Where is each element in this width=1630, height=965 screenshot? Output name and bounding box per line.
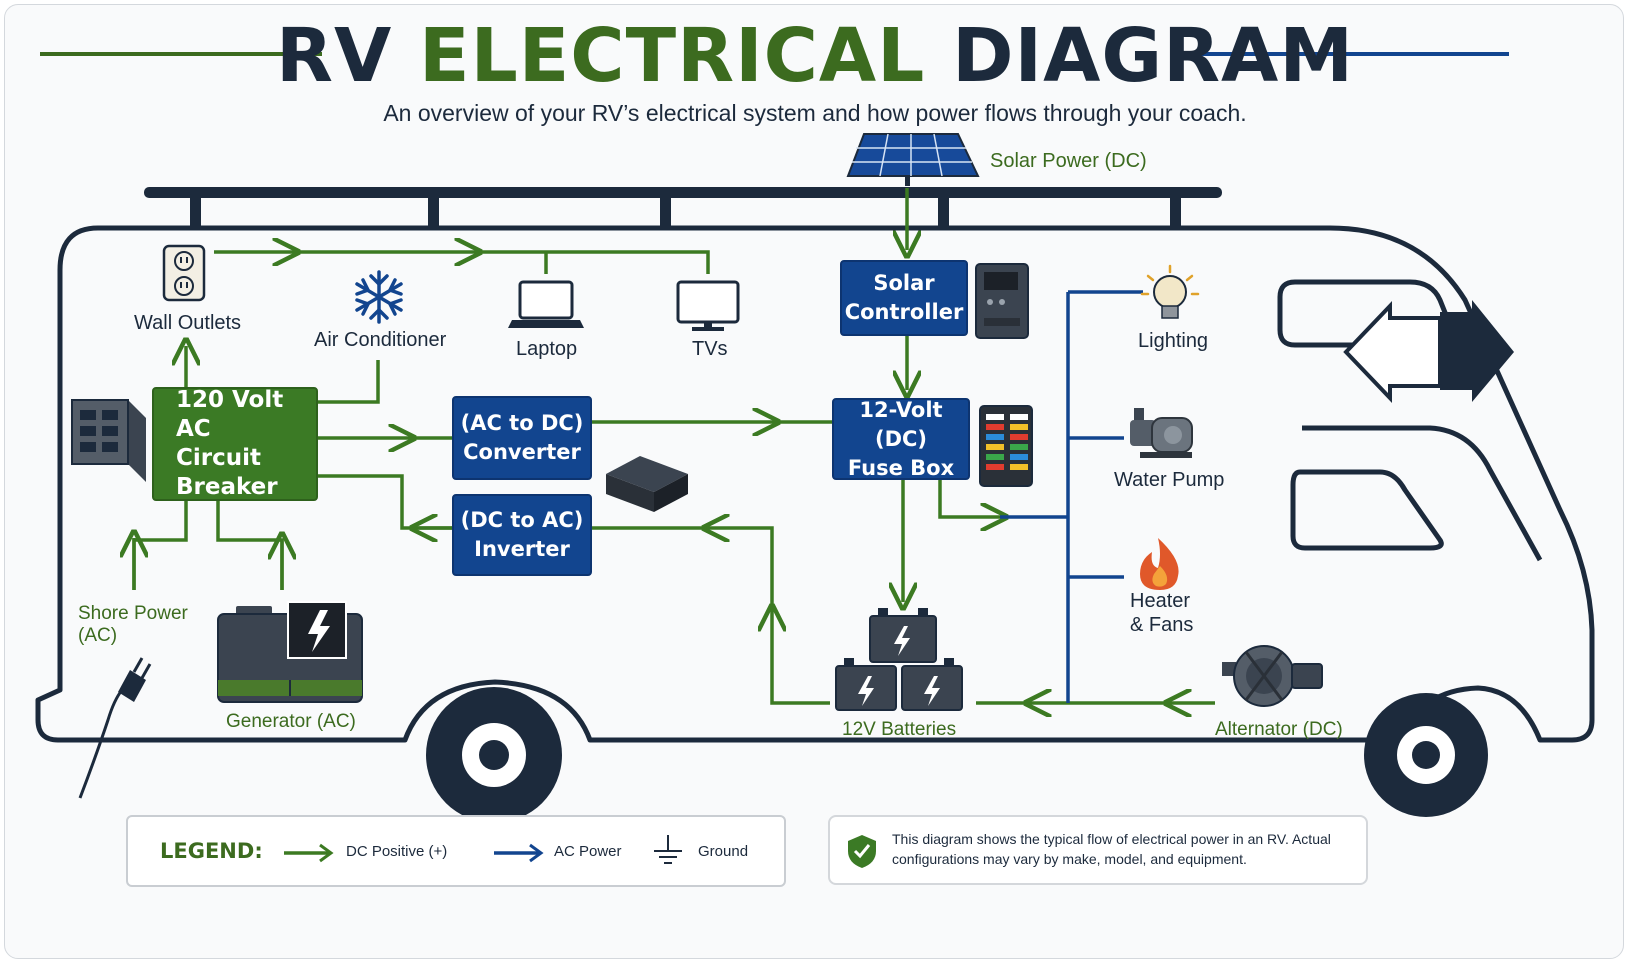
generator-icon bbox=[217, 601, 363, 703]
disclaimer-note: This diagram shows the typical flow of e… bbox=[828, 815, 1368, 885]
wheel-rear bbox=[426, 687, 562, 823]
note-line-1: This diagram shows the typical flow of e… bbox=[892, 831, 1331, 847]
outlet-icon bbox=[162, 244, 206, 302]
ac-wiring bbox=[1000, 290, 1143, 703]
alternator-icon bbox=[1222, 645, 1323, 707]
light-bulb-icon bbox=[1140, 264, 1200, 319]
battery-icon bbox=[835, 608, 963, 711]
tv-icon bbox=[676, 280, 740, 331]
fuse-box: 12-Volt (DC) Fuse Box bbox=[832, 398, 970, 480]
flame-icon bbox=[1140, 538, 1179, 590]
laptop-label: Laptop bbox=[516, 338, 578, 360]
wheel-front bbox=[1364, 693, 1488, 817]
inverter-box: (DC to AC) Inverter bbox=[452, 494, 592, 576]
fuse-block-icon bbox=[979, 405, 1033, 487]
roof-rack bbox=[144, 187, 1222, 228]
generator-label: Generator (AC) bbox=[226, 711, 356, 732]
legend-title: LEGEND: bbox=[160, 839, 263, 863]
charge-controller-icon bbox=[975, 263, 1029, 339]
breaker-panel-icon bbox=[71, 399, 146, 482]
ac-legend-arrow-icon bbox=[494, 843, 544, 863]
title-word-electrical: ELECTRICAL bbox=[419, 13, 926, 99]
title-rule-right bbox=[1197, 52, 1509, 56]
solar-power-label: Solar Power (DC) bbox=[990, 150, 1147, 172]
snowflake-icon bbox=[355, 270, 403, 324]
solar-controller-box: Solar Controller bbox=[840, 260, 968, 336]
title-word-rv: RV bbox=[276, 13, 393, 99]
water-pump-icon bbox=[1130, 408, 1193, 458]
mirror-arrow-icon bbox=[1343, 300, 1514, 403]
plug-icon bbox=[78, 657, 152, 799]
converter-box: (AC to DC) Converter bbox=[452, 396, 592, 480]
note-line-2: configurations may vary by make, model, … bbox=[892, 851, 1247, 867]
tvs-label: TVs bbox=[692, 338, 728, 360]
page-subtitle: An overview of your RV’s electrical syst… bbox=[383, 100, 1247, 126]
wall-outlets-label: Wall Outlets bbox=[134, 312, 242, 334]
title-rule-left bbox=[40, 52, 322, 56]
shield-check-icon bbox=[848, 835, 876, 868]
legend: LEGEND: DC Positive (+) AC Power Ground bbox=[126, 815, 786, 887]
dc-legend-arrow-icon bbox=[284, 843, 334, 863]
batteries-label: 12V Batteries bbox=[842, 719, 957, 740]
laptop-icon bbox=[508, 280, 584, 328]
legend-dc-label: DC Positive (+) bbox=[346, 843, 448, 860]
air-conditioner-label: Air Conditioner bbox=[314, 329, 447, 351]
solar-panel-icon bbox=[846, 133, 980, 186]
converter-device-icon bbox=[606, 456, 688, 512]
alternator-label: Alternator (DC) bbox=[1215, 719, 1343, 740]
ground-icon bbox=[654, 835, 682, 864]
legend-ground-label: Ground bbox=[698, 843, 749, 860]
lighting-label: Lighting bbox=[1138, 330, 1209, 352]
title-word-diagram: DIAGRAM bbox=[952, 13, 1354, 99]
page-title: RV ELECTRICAL DIAGRAM bbox=[0, 8, 1630, 104]
circuit-breaker-box: 120 Volt AC Circuit Breaker bbox=[152, 387, 318, 501]
water-pump-label: Water Pump bbox=[1114, 469, 1225, 491]
legend-ac-label: AC Power bbox=[554, 843, 622, 860]
shore-power-label: Shore Power (AC) bbox=[78, 603, 188, 646]
heater-fans-label: Heater & Fans bbox=[1130, 590, 1194, 636]
dc-wiring bbox=[134, 188, 1215, 703]
